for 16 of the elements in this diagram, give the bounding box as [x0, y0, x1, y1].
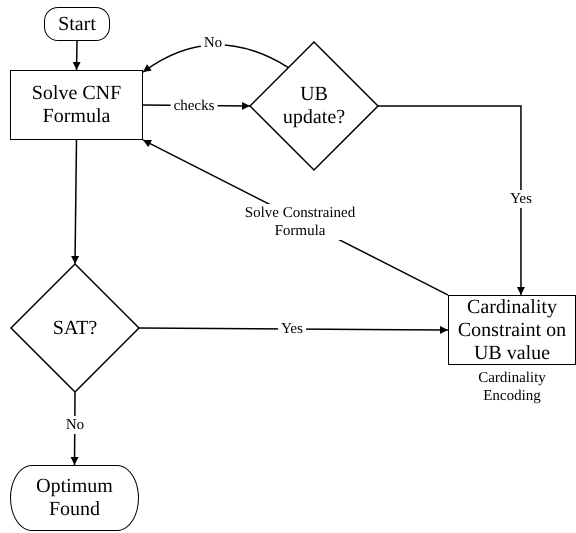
arrow	[139, 326, 448, 334]
arrow	[71, 140, 80, 264]
arrow	[72, 40, 81, 70]
node-text: Optimum Found	[35, 475, 114, 521]
node-text: Solve CNF Formula	[30, 82, 122, 128]
start-terminal	[44, 7, 110, 41]
decision-diamond	[250, 42, 378, 170]
end-terminal	[10, 465, 139, 531]
arrow	[378, 105, 525, 295]
node-caption: Cardinality Encoding	[477, 369, 547, 405]
decision-diamond	[11, 264, 139, 392]
node-text: SAT?	[52, 316, 98, 340]
node-text: Start	[58, 12, 96, 36]
node-text: UB update?	[282, 83, 346, 129]
process-box	[10, 70, 143, 140]
node-text: Cardinality Constraint on UB value	[456, 296, 568, 364]
